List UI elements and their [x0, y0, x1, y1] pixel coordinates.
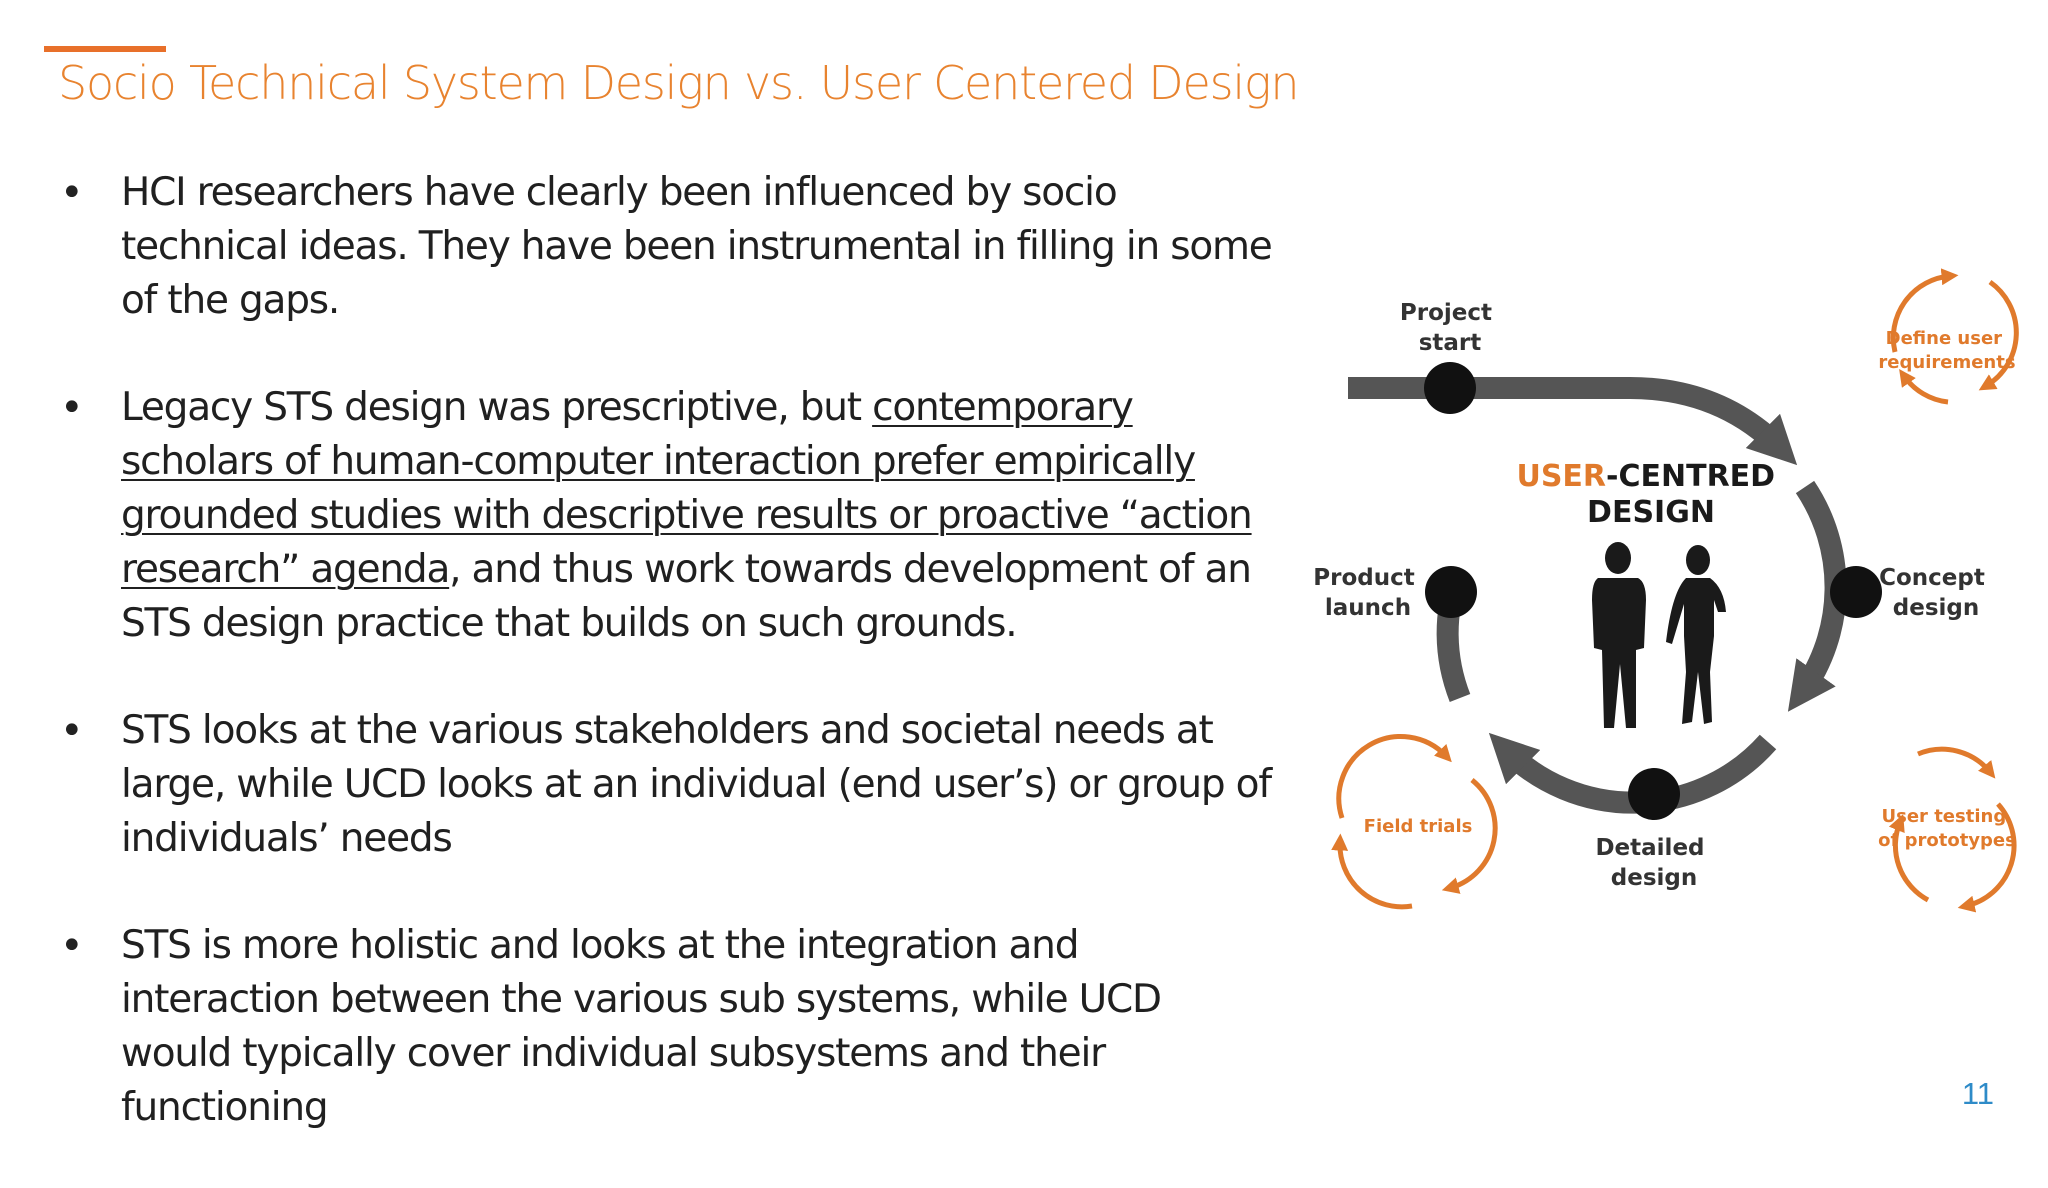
bullet-item: • STS looks at the various stakeholders … — [60, 704, 1280, 866]
svg-text:User testing of protot: User testing of prototypes — [1878, 806, 2016, 851]
cycle-path-start — [1348, 377, 1798, 466]
field-trials-loop: Field trials — [1331, 734, 1498, 910]
project-start-label: Project start — [1400, 300, 1500, 356]
bullet-text: STS looks at the various stakeholders an… — [121, 704, 1280, 866]
svg-text:Field trials: Field trials — [1364, 816, 1473, 837]
project-start-node — [1424, 362, 1476, 414]
bullet-item: • HCI researchers have clearly been infl… — [60, 166, 1280, 328]
ucd-cycle-diagram: Project start Concept design Detailed de… — [1313, 268, 2019, 913]
bullet-text-segment: STS looks at the various stakeholders an… — [121, 708, 1272, 861]
bullet-text: STS is more holistic and looks at the in… — [121, 919, 1280, 1135]
user-testing-loop: User testing of prototypes — [1878, 746, 2017, 913]
define-requirements-loop: Define user requirements — [1878, 268, 2019, 405]
product-launch-node — [1425, 566, 1477, 618]
bullet-item: • Legacy STS design was prescriptive, bu… — [60, 381, 1280, 651]
concept-design-label: Concept design — [1879, 565, 1993, 621]
bullet-text-segment: , and thus work towards development of a… — [121, 547, 1252, 646]
detailed-design-node — [1628, 768, 1680, 820]
svg-text:Define user requiremen: Define user requirements — [1878, 328, 2015, 373]
center-title: USER-CENTRED DESIGN — [1516, 459, 1785, 530]
product-launch-label: Product launch — [1313, 565, 1422, 621]
bullet-text: Legacy STS design was prescriptive, but … — [121, 381, 1280, 651]
slide: Socio Technical System Design vs. User C… — [44, 46, 2019, 1130]
underlined-text-segment: contemporary scholars of human-computer … — [121, 385, 1253, 592]
title-accent-bar — [44, 46, 166, 52]
slide-title: Socio Technical System Design vs. User C… — [58, 56, 1299, 110]
bullet-item: • STS is more holistic and looks at the … — [60, 919, 1280, 1135]
bullet-list: • HCI researchers have clearly been infl… — [60, 166, 1280, 1188]
bullet-text-segment: STS is more holistic and looks at the in… — [121, 923, 1162, 1130]
bullet-marker: • — [60, 923, 84, 969]
bullet-text-segment: Legacy STS design was prescriptive, but — [121, 385, 873, 430]
bullet-marker: • — [60, 385, 84, 431]
concept-design-node — [1830, 566, 1882, 618]
bullet-text-segment: HCI researchers have clearly been influe… — [121, 170, 1273, 323]
man-silhouette-icon — [1592, 542, 1646, 728]
cycle-path-left — [1436, 602, 1471, 702]
woman-silhouette-icon — [1666, 545, 1726, 724]
bullet-marker: • — [60, 708, 84, 754]
detailed-design-label: Detailed design — [1595, 835, 1712, 891]
bullet-text: HCI researchers have clearly been influe… — [121, 166, 1280, 328]
bullet-marker: • — [60, 170, 84, 216]
page-number: 11 — [1961, 1076, 1994, 1111]
